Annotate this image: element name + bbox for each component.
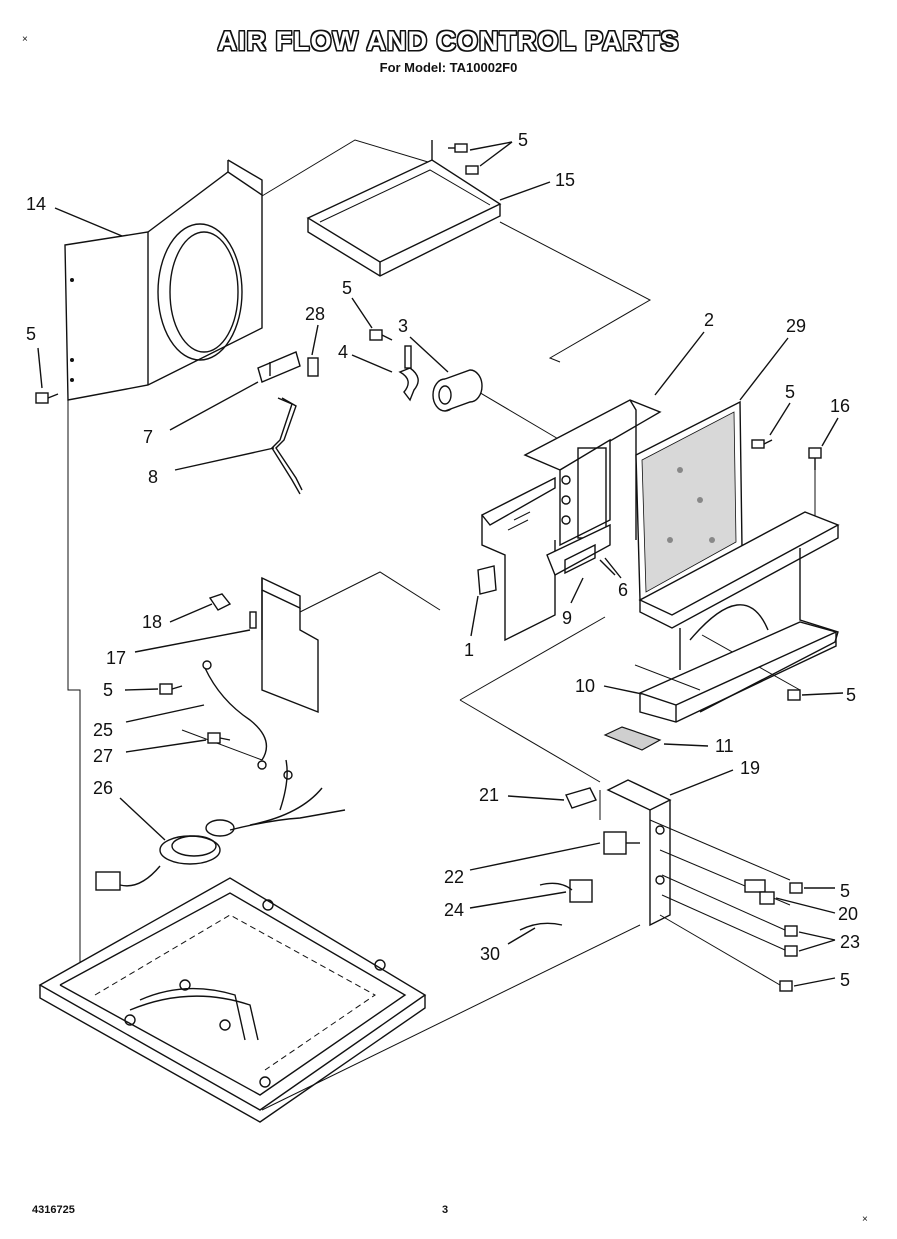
- callout-19: 19: [740, 758, 760, 778]
- callout-21: 21: [479, 785, 499, 805]
- part-18-grommet: [208, 593, 232, 611]
- callout-5-top: 5: [518, 130, 528, 150]
- part-6-filter-edge: [599, 559, 616, 576]
- screw-5-shroud: [787, 689, 801, 701]
- part-21-clip: [565, 787, 597, 809]
- callout-26: 26: [93, 778, 113, 798]
- screw-27: [207, 732, 231, 744]
- screw-5-top-b: [465, 165, 479, 175]
- callout-3: 3: [398, 316, 408, 336]
- part-24-switch: [539, 879, 593, 903]
- callout-5-filter: 5: [785, 382, 795, 402]
- callout-20: 20: [838, 904, 858, 924]
- part-1-clip: [477, 565, 497, 595]
- corner-mark-bottom: ×: [862, 1214, 868, 1225]
- callout-5-left: 5: [26, 324, 36, 344]
- part-11-pad: [603, 726, 662, 751]
- callout-27: 27: [93, 746, 113, 766]
- part-3-capacitor: [432, 369, 483, 412]
- callout-18: 18: [142, 612, 162, 632]
- callout-labels: 5 15 14 5 28 5 3 4 2 29 5 16 7 8 1 9 6 1…: [26, 130, 860, 990]
- part-30-wire: [519, 922, 563, 931]
- screw-5-plate: [789, 882, 803, 894]
- callout-14: 14: [26, 194, 46, 214]
- screw-16: [808, 447, 822, 470]
- part-20-knob: [744, 879, 775, 905]
- callout-leaders: [37, 141, 844, 987]
- callout-15: 15: [555, 170, 575, 190]
- screw-5-cap: [369, 329, 393, 341]
- callout-29: 29: [786, 316, 806, 336]
- part-15-top-bracket: [306, 140, 502, 277]
- part-9-panel: [546, 523, 611, 576]
- callout-22: 22: [444, 867, 464, 887]
- part-26-power-cord: [95, 759, 346, 891]
- callout-28: 28: [305, 304, 325, 324]
- document-number: 4316725: [32, 1204, 75, 1216]
- callout-10: 10: [575, 676, 595, 696]
- callout-17: 17: [106, 648, 126, 668]
- callout-4: 4: [338, 342, 348, 362]
- callout-16: 16: [830, 396, 850, 416]
- part-22-switch: [603, 831, 640, 855]
- callout-6: 6: [618, 580, 628, 600]
- callout-30: 30: [480, 944, 500, 964]
- part-2-control-bracket: [480, 399, 662, 642]
- callout-2: 2: [704, 310, 714, 330]
- callout-23: 23: [840, 932, 860, 952]
- callout-7: 7: [143, 427, 153, 447]
- screw-23-b: [784, 945, 798, 957]
- callout-5-mid-left: 5: [103, 680, 113, 700]
- screw-5-left: [35, 392, 59, 404]
- page-title: AIR FLOW AND CONTROL PARTS: [217, 26, 680, 56]
- callout-5-bottom: 5: [840, 970, 850, 990]
- corner-mark: ×: [22, 34, 28, 45]
- part-25-wire-lead: [202, 660, 268, 770]
- part-7-clip: [257, 351, 301, 383]
- screws: [35, 143, 822, 992]
- callout-9: 9: [562, 608, 572, 628]
- part-29-filter-screen: [635, 400, 743, 602]
- base-pan: [38, 877, 427, 1123]
- page-number: 3: [442, 1204, 449, 1216]
- part-8-wire-rod: [271, 397, 303, 495]
- part-14-blower-housing: [64, 159, 263, 401]
- screw-5-filter: [751, 439, 773, 449]
- connector-lines: [67, 139, 816, 1111]
- screw-23-a: [784, 925, 798, 937]
- part-28-small-part: [307, 357, 319, 377]
- screw-5-top: [448, 143, 468, 153]
- callout-24: 24: [444, 900, 464, 920]
- part-17-bracket: [249, 576, 319, 714]
- callout-5-shroud: 5: [846, 685, 856, 705]
- callout-11: 11: [715, 736, 734, 756]
- screw-5-mid-left: [159, 683, 183, 695]
- part-10-shroud: [634, 511, 840, 723]
- part-19-control-plate: [599, 779, 672, 927]
- callout-8: 8: [148, 467, 158, 487]
- callout-1: 1: [464, 640, 474, 660]
- model-subtitle: For Model: TA10002F0: [379, 60, 518, 75]
- callout-5-plate: 5: [840, 881, 850, 901]
- callout-5-cap: 5: [342, 278, 352, 298]
- part-4-strap: [398, 345, 419, 402]
- callout-25: 25: [93, 720, 113, 740]
- screw-5-bottom: [779, 980, 793, 992]
